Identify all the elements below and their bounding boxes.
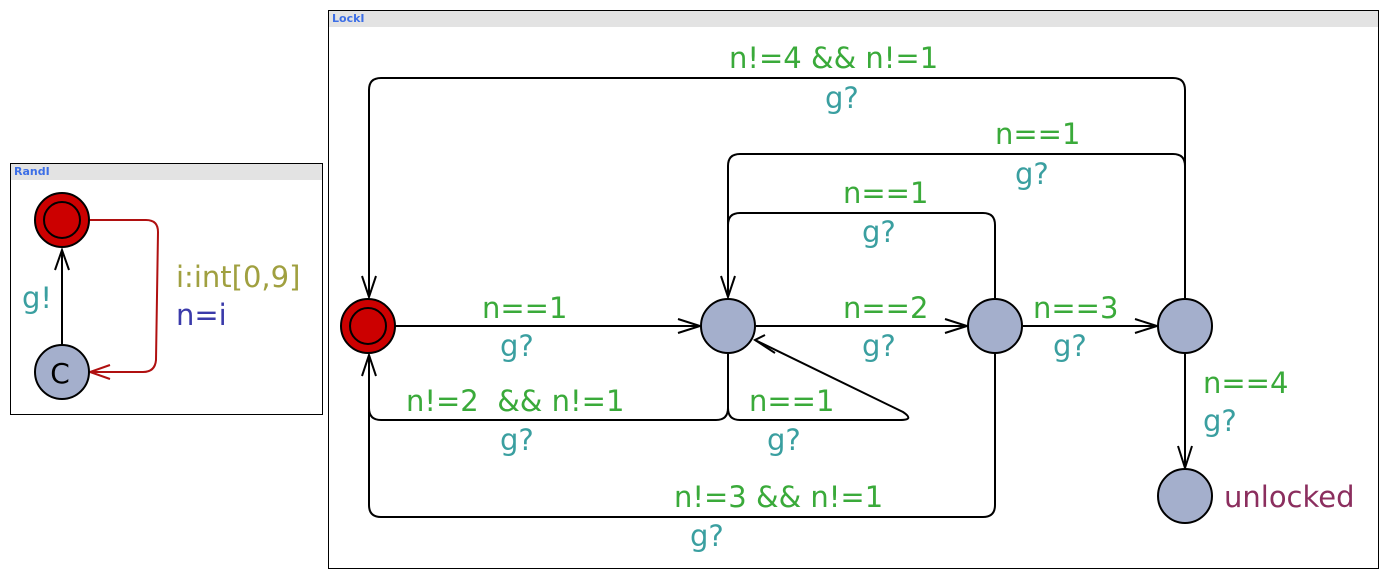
edge-l1-self-sync: g? bbox=[767, 423, 801, 457]
edge-l3-l0[interactable] bbox=[368, 77, 1186, 298]
edge-l1-self[interactable] bbox=[727, 339, 910, 421]
lock-template-panel: LockI bbox=[328, 10, 1379, 569]
lock-location-unlocked[interactable] bbox=[1157, 468, 1213, 524]
edge-l2-l1-arrowhead bbox=[720, 275, 736, 301]
edge-l1-l0-sync: g? bbox=[500, 423, 534, 457]
lock-initial-location[interactable] bbox=[340, 298, 396, 354]
rand-edge-loop[interactable] bbox=[90, 219, 160, 373]
rand-edge-assign: n=i bbox=[176, 298, 227, 332]
edge-l1-self-arrowhead bbox=[752, 334, 776, 354]
rand-initial-location[interactable] bbox=[34, 192, 90, 248]
edge-l3-l0-sync: g? bbox=[825, 81, 859, 115]
edge-l3-l1-sync: g? bbox=[1015, 157, 1049, 191]
rand-committed-location[interactable] bbox=[34, 344, 90, 400]
rand-initial-marker bbox=[43, 201, 81, 239]
edge-l2-l0-sync: g? bbox=[690, 519, 724, 553]
edge-l0-l1-guard: n==1 bbox=[482, 291, 567, 325]
edge-l3-l0-arrowhead bbox=[361, 275, 377, 301]
edge-l1-l0-guard: n!=2 && n!=1 bbox=[406, 384, 624, 418]
edge-l1-self-guard: n==1 bbox=[749, 384, 834, 418]
committed-marker: C bbox=[50, 357, 70, 390]
rand-edge-up-arrowhead bbox=[54, 246, 70, 271]
edge-l3-l1[interactable] bbox=[727, 153, 1186, 298]
edge-l1-l2-sync: g? bbox=[862, 329, 896, 363]
lock-panel-title: LockI bbox=[329, 11, 1378, 27]
edge-l3-l0-guard: n!=4 && n!=1 bbox=[729, 41, 938, 75]
edge-l2-l3-guard: n==3 bbox=[1033, 291, 1118, 325]
edge-l1-l2-guard: n==2 bbox=[843, 291, 928, 325]
edge-to-l0-bottom-arrowhead bbox=[361, 351, 377, 377]
lock-initial-marker bbox=[349, 307, 387, 345]
unlocked-location-name: unlocked bbox=[1224, 480, 1355, 514]
edge-l0-l1-sync: g? bbox=[500, 329, 534, 363]
edge-l2-l1-guard: n==1 bbox=[843, 176, 928, 210]
edge-l2-l1-sync: g? bbox=[862, 215, 896, 249]
edge-l3-l1-guard: n==1 bbox=[995, 117, 1080, 151]
edge-l2-l0-guard: n!=3 && n!=1 bbox=[674, 480, 883, 514]
edge-l2-l3-sync: g? bbox=[1053, 329, 1087, 363]
rand-automaton: C g! i:int[0,9] n=i bbox=[22, 192, 300, 400]
lock-location-3[interactable] bbox=[1157, 298, 1213, 354]
lock-location-2[interactable] bbox=[967, 298, 1023, 354]
rand-edge-sync: g! bbox=[22, 281, 52, 315]
edge-l2-l0[interactable] bbox=[368, 354, 996, 518]
lock-location-1[interactable] bbox=[700, 298, 756, 354]
rand-panel-title: RandI bbox=[11, 164, 322, 180]
edge-l3-unlocked-guard: n==4 bbox=[1203, 366, 1288, 400]
rand-edge-select: i:int[0,9] bbox=[176, 260, 300, 294]
lock-automaton: n==1 g? n==2 g? n==3 g? n==4 g? n!=2 && … bbox=[340, 41, 1355, 553]
edge-l3-unlocked-sync: g? bbox=[1203, 404, 1237, 438]
